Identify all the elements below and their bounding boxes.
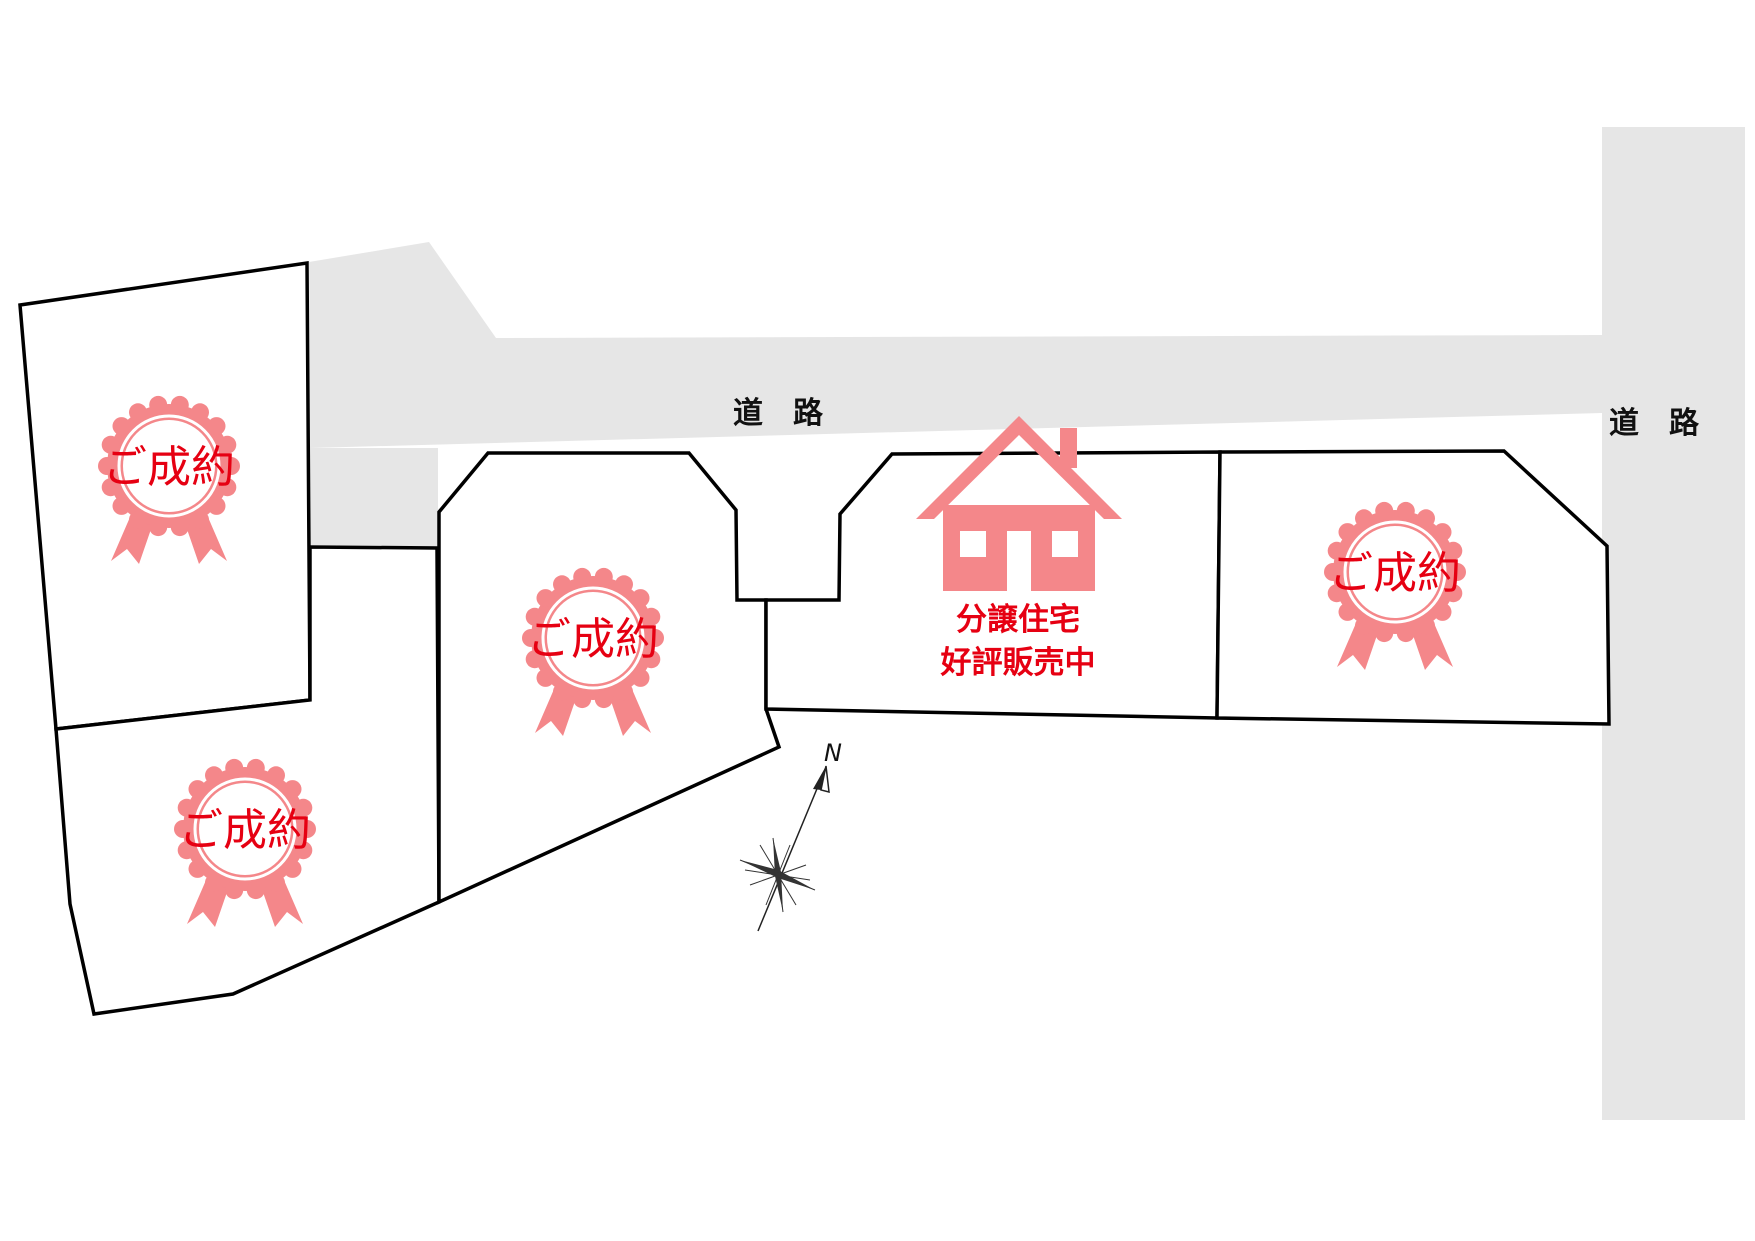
lot-4-status-line1: 分譲住宅	[956, 602, 1080, 638]
road-left-strip	[309, 262, 438, 550]
road-label-right: 道路	[1609, 406, 1729, 441]
lot-5-sold-badge: ご成約	[1322, 500, 1468, 672]
compass-rose-icon	[739, 765, 830, 932]
house-icon	[916, 416, 1122, 591]
lot-1-status: ご成約	[103, 442, 235, 493]
lot-5-status: ご成約	[1329, 548, 1461, 599]
lot-3-sold-badge: ご成約	[520, 566, 666, 738]
lot-4-status-line2: 好評販売中	[940, 645, 1096, 681]
road-label-top: 道路	[733, 396, 853, 431]
road-top	[309, 242, 1602, 448]
compass-north-label: N	[824, 739, 842, 767]
lot-2-sold-badge: ご成約	[172, 757, 318, 929]
road-right	[1602, 127, 1745, 1120]
lot-1-sold-badge: ご成約	[96, 394, 242, 566]
lot-2-status: ご成約	[179, 805, 311, 856]
lot-4-for-sale-badge: 分譲住宅 好評販売中	[916, 416, 1122, 681]
lot-3-status: ご成約	[527, 614, 659, 665]
